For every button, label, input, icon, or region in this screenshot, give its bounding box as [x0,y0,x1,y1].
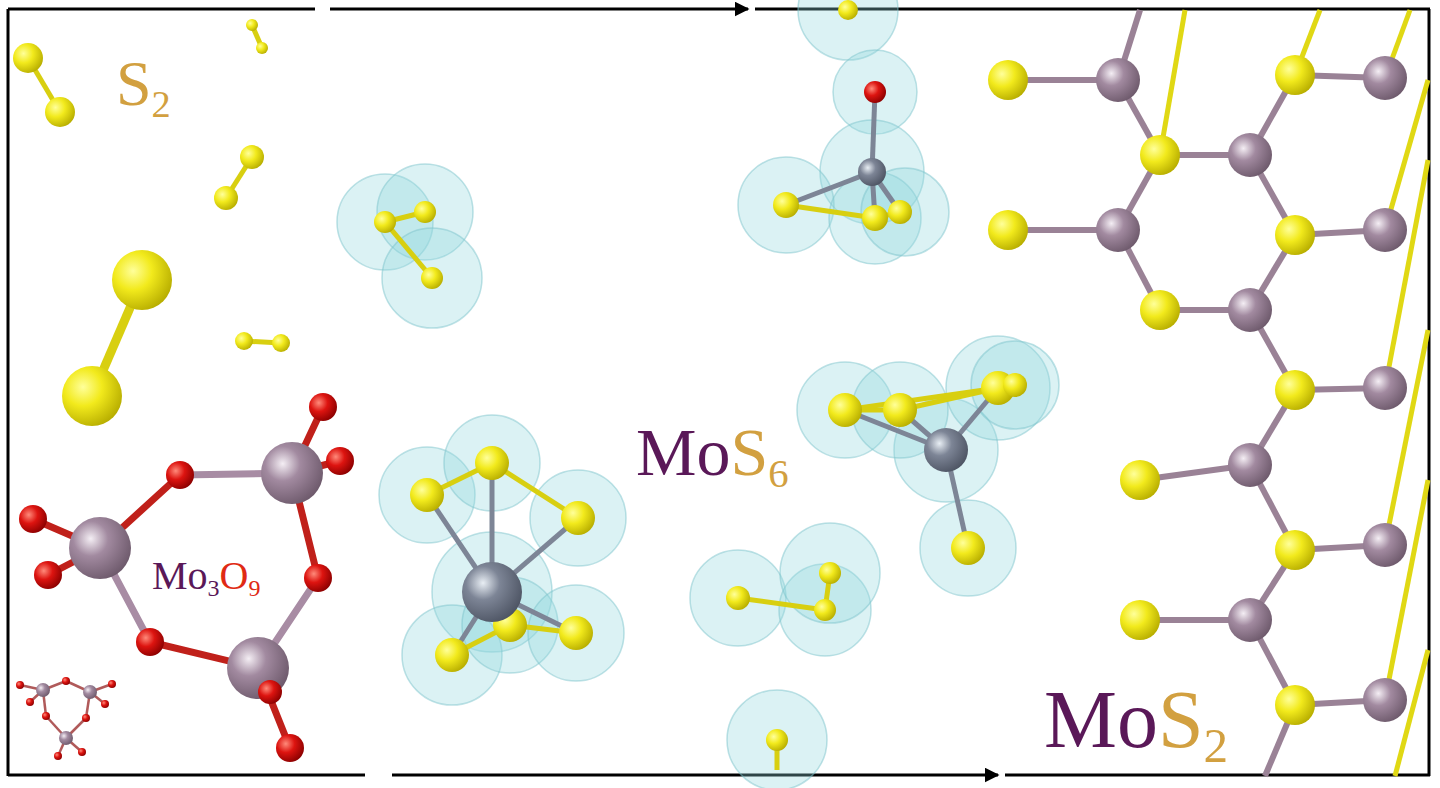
s2-molecules [13,19,290,426]
formula-part: Mo [1044,674,1158,765]
mo3o9-icon [16,677,116,760]
formula-part: 6 [768,451,788,496]
density-clouds [337,0,1059,788]
formula-part: 9 [248,575,260,601]
frame [8,9,1430,776]
formula-part: O [220,553,249,598]
formula-part: 3 [208,575,220,601]
formula-part: Mo [636,414,730,490]
formula-part: 2 [152,83,171,125]
cluster-bonds [385,205,998,770]
formula-part: Mo [152,553,208,598]
chemical-formula: S2 [116,52,171,123]
formula-part: S [730,414,768,490]
mo3o9-ring [19,393,354,762]
chemical-formula: MoS2 [1044,679,1228,770]
formula-part: S [116,48,152,119]
formula-part: S [1158,674,1204,765]
cluster-mo-bonds [427,92,998,655]
chemical-formula: Mo3O9 [152,556,260,600]
cluster-atoms [374,0,1027,751]
chemical-formula: MoS6 [636,418,789,495]
formula-part: 2 [1204,718,1229,773]
mos2-lattice [988,10,1428,776]
